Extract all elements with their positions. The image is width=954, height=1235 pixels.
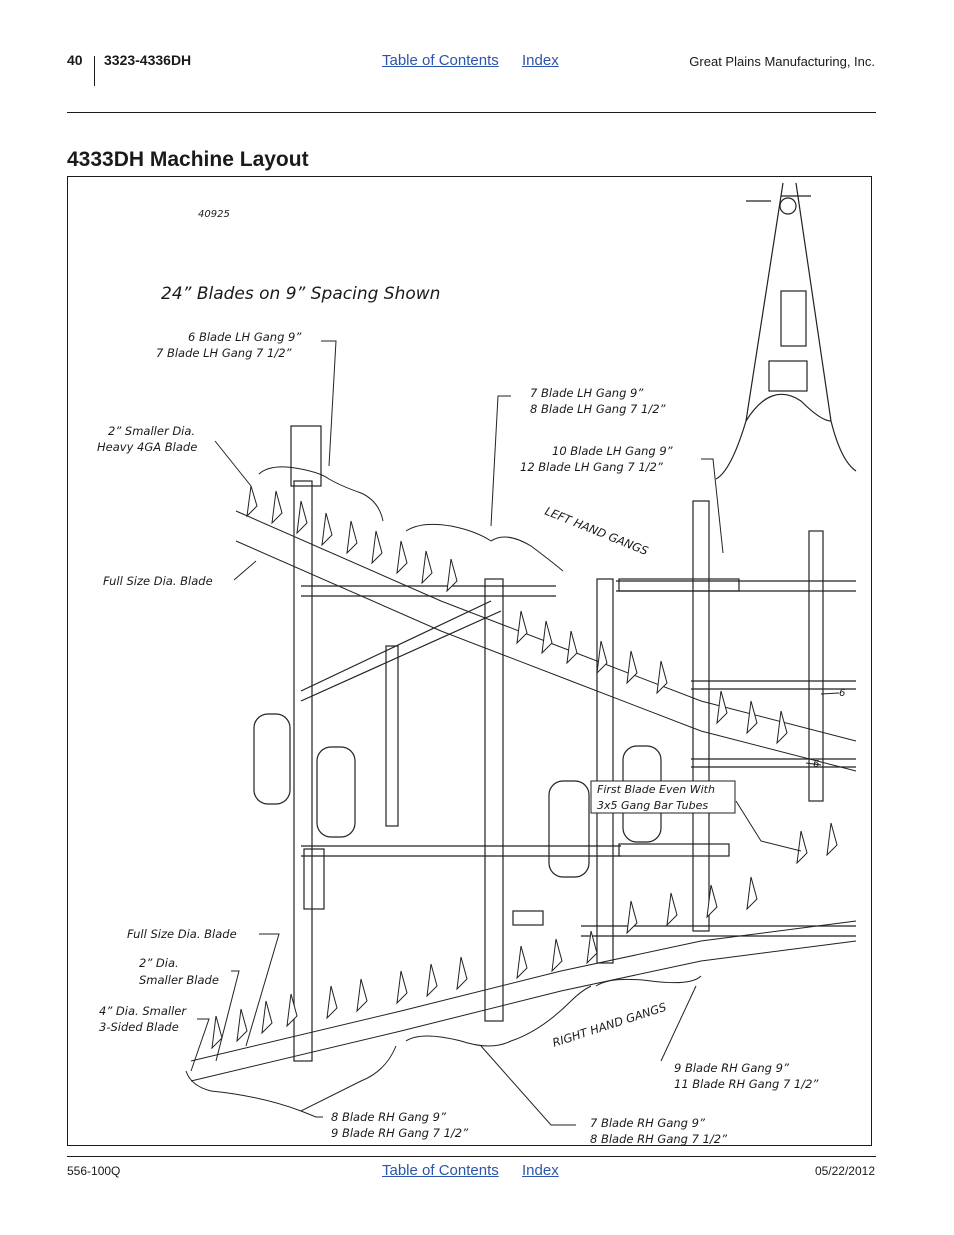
callout-full-size-rh: Full Size Dia. Blade [127,927,237,941]
header-divider [94,56,95,86]
figure-id: 40925 [198,209,230,220]
figure-heading: 24” Blades on 9” Spacing Shown [161,284,440,304]
callout-rh-gang-outer-7-5: 9 Blade RH Gang 7 1/2” [331,1126,469,1140]
callout-lh-gang-outer-7-5: 7 Blade LH Gang 7 1/2” [156,346,293,360]
callout-first-blade-2: 3x5 Gang Bar Tubes [597,799,708,812]
header-rule [67,112,876,113]
right-hand-gangs-label: RIGHT HAND GANGS [551,1000,668,1050]
company-name: Great Plains Manufacturing, Inc. [689,54,875,69]
callout-lh-gang-mid-7-5: 8 Blade LH Gang 7 1/2” [530,402,667,416]
callout-rh-small-1: 2” Dia. [139,956,179,970]
callout-rh-gang-inner-9: 9 Blade RH Gang 9” [674,1061,790,1075]
document-number: 556-100Q [67,1164,121,1178]
model-number: 3323-4336DH [104,52,192,68]
page-number: 40 [67,52,83,68]
callout-small-blade-2: Heavy 4GA Blade [97,440,197,454]
callout-rh-3sided-2: 3-Sided Blade [99,1020,179,1034]
left-hand-gangs-label: LEFT HAND GANGS [543,504,650,558]
callout-lh-gang-inner-7-5: 12 Blade LH Gang 7 1/2” [520,460,664,474]
callout-rh-gang-mid-9: 7 Blade RH Gang 9” [590,1116,706,1130]
callout-lh-gang-mid-9: 7 Blade LH Gang 9” [530,386,644,400]
machine-layout-drawing: 40925 24” Blades on 9” Spacing Shown 6 B… [97,182,857,1146]
callout-first-blade-1: First Blade Even With [597,783,715,796]
toc-link-top[interactable]: Table of Contents [382,52,499,69]
machine-layout-figure: 40925 24” Blades on 9” Spacing Shown 6 B… [67,176,872,1146]
index-link-bottom[interactable]: Index [522,1162,559,1179]
section-title: 4333DH Machine Layout [67,148,309,171]
callout-rh-3sided-1: 4” Dia. Smaller [99,1004,187,1018]
publication-date: 05/22/2012 [814,1164,875,1178]
callout-rh-gang-inner-7-5: 11 Blade RH Gang 7 1/2” [674,1077,819,1091]
toc-link-bottom[interactable]: Table of Contents [382,1162,499,1179]
callout-full-size-lh: Full Size Dia. Blade [103,574,213,588]
marker-6-upper: 6 [839,688,845,699]
callout-small-blade-1: 2” Smaller Dia. [108,424,195,438]
callout-lh-gang-inner-9: 10 Blade LH Gang 9” [552,444,674,458]
index-link-top[interactable]: Index [522,52,559,69]
callout-rh-gang-outer-9: 8 Blade RH Gang 9” [331,1110,447,1124]
marker-6-lower: 6 [813,759,819,770]
callout-rh-small-2: Smaller Blade [139,973,219,987]
footer-rule [67,1156,876,1157]
callout-lh-gang-outer-9: 6 Blade LH Gang 9” [188,330,302,344]
callout-rh-gang-mid-7-5: 8 Blade RH Gang 7 1/2” [590,1132,728,1146]
